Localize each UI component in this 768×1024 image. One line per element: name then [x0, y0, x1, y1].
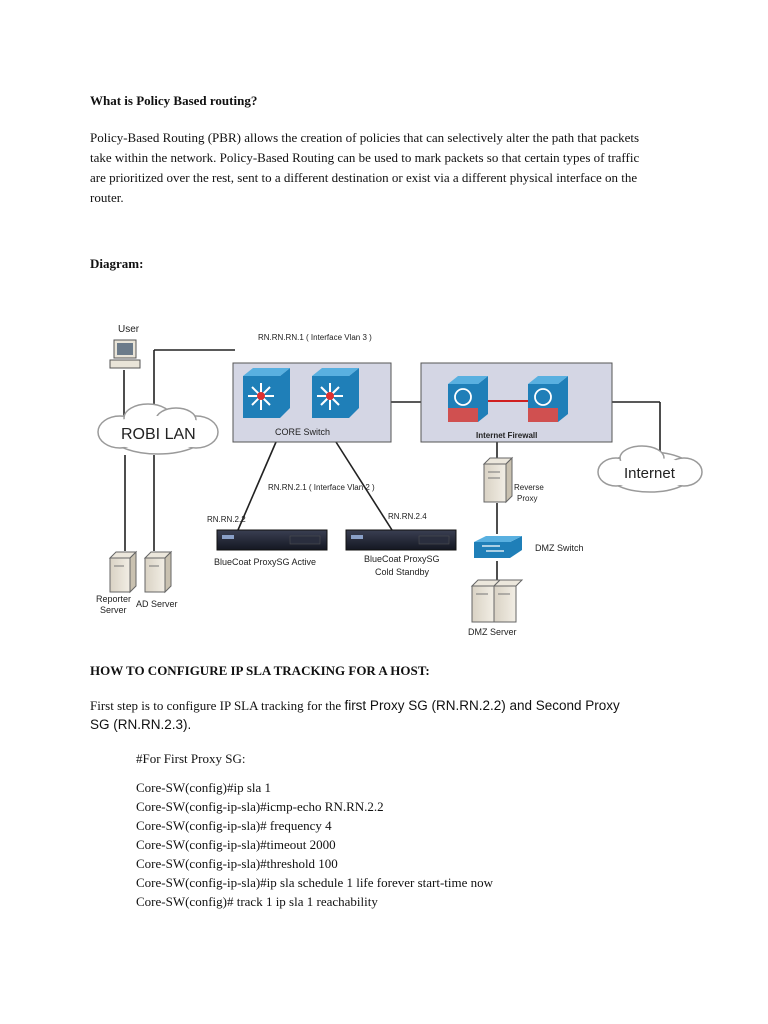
proxy-standby-label: BlueCoat ProxySG	[364, 554, 440, 564]
ip-sla-intro-text: first Proxy SG (RN.RN.2.2) and Second Pr…	[344, 698, 620, 713]
dmz-switch-label: DMZ Switch	[535, 543, 584, 553]
vlan2-label: RN.RN.2.1 ( Interface Vlan 2 )	[268, 483, 375, 492]
config-line: Core-SW(config-ip-sla)#icmp-echo RN.RN.2…	[136, 799, 384, 814]
proxy-active-label: BlueCoat ProxySG Active	[214, 557, 316, 567]
heading-ip-sla-tracking: HOW TO CONFIGURE IP SLA TRACKING FOR A H…	[90, 663, 430, 678]
dmz-switch-icon	[474, 536, 522, 558]
network-diagram: User ROBI LAN RN.RN.RN.1 ( Interface Vla…	[96, 324, 703, 637]
reverse-proxy-server-icon	[482, 456, 514, 504]
first-proxy-comment: #For First Proxy SG:	[136, 751, 246, 766]
firewall-icon	[448, 376, 488, 422]
intro-paragraph: Policy-Based Routing (PBR) allows the cr…	[90, 128, 700, 208]
proxy-standby-label: Cold Standby	[375, 567, 430, 577]
core-switch-icon	[312, 368, 359, 418]
config-line: Core-SW(config)#ip sla 1	[136, 780, 272, 795]
ad-server-label: AD Server	[136, 599, 178, 609]
intro-line: router.	[90, 190, 124, 205]
ad-server-icon	[143, 550, 173, 594]
config-line: Core-SW(config-ip-sla)#threshold 100	[136, 856, 338, 871]
reporter-server-icon	[108, 550, 138, 594]
core-switch-icon	[243, 368, 290, 418]
config-line: Core-SW(config-ip-sla)# frequency 4	[136, 818, 332, 833]
proxy-standby-appliance-icon	[345, 529, 457, 551]
heading-policy-based-routing: What is Policy Based routing?	[90, 93, 258, 108]
dmz-server-label: DMZ Server	[468, 627, 517, 637]
proxy-active-ip: RN.RN.2.2	[207, 515, 246, 524]
network-links	[123, 349, 661, 580]
robi-lan-label: ROBI LAN	[121, 426, 196, 443]
dmz-server-icon	[470, 579, 524, 623]
intro-line: take within the network. Policy-Based Ro…	[90, 150, 640, 165]
vlan3-label: RN.RN.RN.1 ( Interface Vlan 3 )	[258, 333, 372, 342]
ip-sla-intro-text: First step is to configure IP SLA tracki…	[90, 698, 345, 713]
user-label: User	[118, 324, 140, 335]
reporter-server-label: Reporter	[96, 594, 131, 604]
firewall-icon	[528, 376, 568, 422]
config-line: Core-SW(config-ip-sla)#timeout 2000	[136, 837, 336, 852]
intro-line: are prioritized over the rest, sent to a…	[90, 170, 638, 185]
reverse-proxy-label: Reverse	[514, 483, 544, 492]
proxy-standby-ip: RN.RN.2.4	[388, 512, 427, 521]
ip-sla-intro: First step is to configure IP SLA tracki…	[90, 696, 710, 733]
core-switch-label: CORE Switch	[275, 427, 330, 437]
internet-label: Internet	[624, 465, 676, 482]
heading-diagram: Diagram:	[90, 256, 144, 271]
proxy-active-appliance-icon	[216, 529, 328, 551]
reporter-server-label: Server	[100, 605, 127, 615]
reverse-proxy-label: Proxy	[517, 494, 537, 503]
user-workstation-icon	[109, 339, 141, 369]
intro-line: Policy-Based Routing (PBR) allows the cr…	[90, 130, 640, 145]
ip-sla-intro-text: SG (RN.RN.2.3).	[90, 717, 192, 732]
config-block: Core-SW(config)#ip sla 1 Core-SW(config-…	[136, 778, 493, 911]
config-line: Core-SW(config-ip-sla)#ip sla schedule 1…	[136, 875, 494, 890]
internet-firewall-label: Internet Firewall	[476, 431, 537, 440]
config-line: Core-SW(config)# track 1 ip sla 1 reacha…	[136, 894, 378, 909]
